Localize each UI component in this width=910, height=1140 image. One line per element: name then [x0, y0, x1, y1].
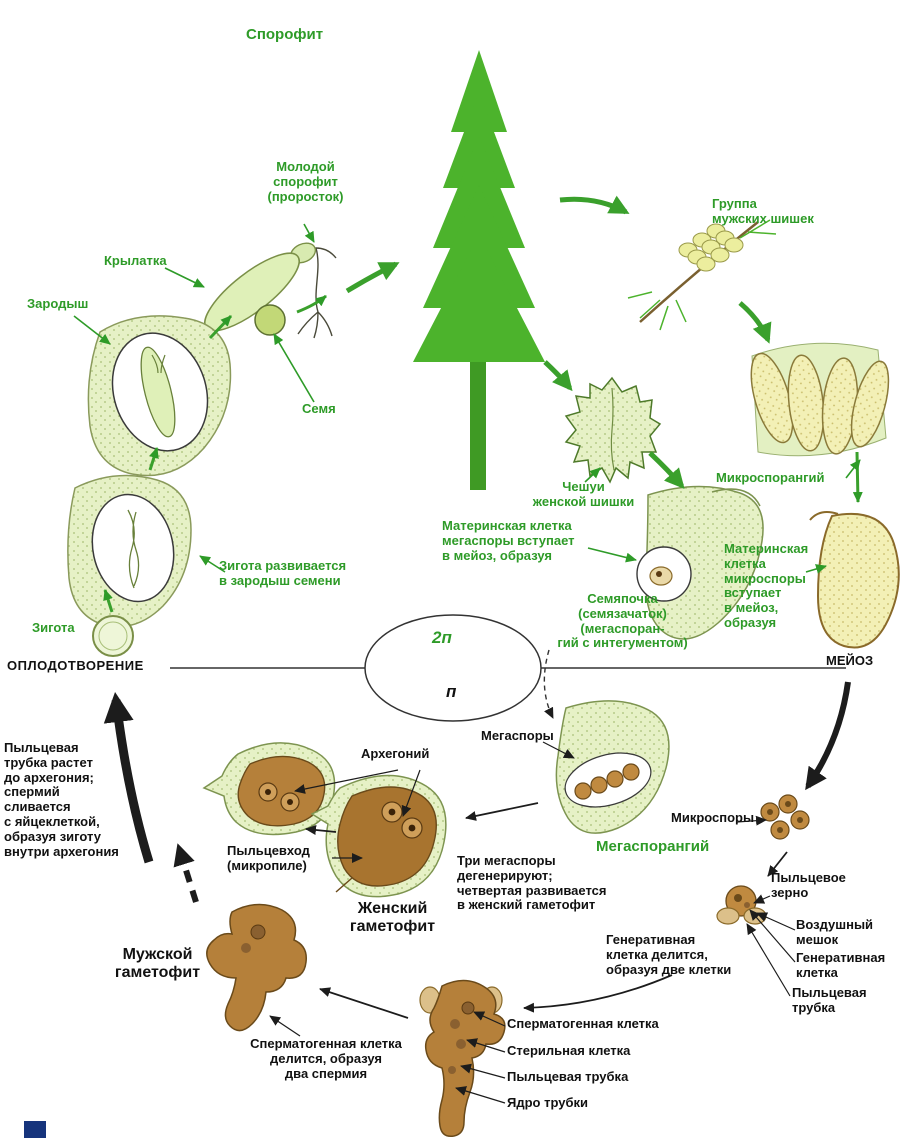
label-microspore-mother: Материнская клетка микроспоры вступает в…: [724, 541, 809, 631]
label-embryo: Зародыш: [27, 296, 89, 311]
male-gametophyte-illustration: [206, 903, 307, 1032]
label-pollen-tube-grows: Пыльцевая трубка растет до архегония; сп…: [4, 740, 119, 859]
pollen-tube-cells-illustration: [419, 979, 506, 1138]
label-sporophyte: Спорофит: [246, 26, 324, 43]
ploidy-divider: [170, 614, 846, 722]
label-generative-cell: Генеративная клетка: [796, 950, 886, 980]
label-meiosis: МЕЙОЗ: [826, 653, 874, 668]
label-male-gametophyte: Мужской гаметофит: [114, 946, 201, 982]
label-archegonium: Архегоний: [361, 746, 430, 761]
label-pollen-tube-bottom: Пыльцевая трубка: [507, 1069, 629, 1084]
label-three-megaspores: Три мегаспоры дегенерируют; четвертая ра…: [457, 853, 607, 913]
cycle-arrows: [73, 195, 863, 1104]
label-zygote: Зигота: [32, 620, 75, 635]
label-zygote-develops: Зигота развивается в зародыш семени: [219, 558, 347, 588]
label-micropyle: Пыльцевход (микропиле): [227, 843, 310, 873]
label-fertilization: ОПЛОДОТВОРЕНИЕ: [7, 658, 144, 673]
label-samara: Крылатка: [104, 253, 167, 268]
corner-artifact: [24, 1121, 46, 1138]
female-cone-scale-illustration: [564, 376, 662, 484]
label-seed: Семя: [302, 401, 336, 416]
label-spermatogenous-cell: Сперматогенная клетка: [507, 1016, 659, 1031]
winged-seed-illustration: [204, 252, 300, 336]
seed-section-illustration: [87, 315, 232, 477]
label-sterile-cell: Стерильная клетка: [507, 1043, 631, 1058]
label-male-cones: Группа мужских шишек: [712, 196, 814, 226]
zygote-illustration: [92, 615, 134, 657]
label-female-gametophyte: Женский гаметофит: [349, 900, 436, 936]
label-megaspores: Мегаспоры: [481, 728, 554, 743]
microsporangia-illustration: [750, 342, 890, 457]
label-microsporangium: Микроспорангий: [716, 470, 825, 485]
male-cone-cluster-illustration: [627, 219, 777, 331]
megaspores-illustration: [555, 700, 670, 834]
label-air-sac: Воздушный мешок: [796, 917, 874, 947]
label-megaspore-mother: Материнская клетка мегаспоры вступает в …: [442, 518, 575, 563]
label-pollen-tube-right: Пыльцевая трубка: [792, 985, 867, 1015]
label-microspores: Микроспоры: [671, 810, 755, 825]
label-female-scales: Чешуи женской шишки: [532, 479, 635, 509]
label-generative-divides: Генеративная клетка делится, образуя две…: [606, 932, 732, 977]
label-diploid: 2п: [432, 628, 452, 647]
label-tube-nucleus: Ядро трубки: [507, 1095, 588, 1110]
microsporangium-section-illustration: [809, 511, 900, 649]
label-megasporangium: Мегаспорангий: [596, 838, 710, 855]
ovule-illustration: [636, 485, 764, 640]
female-gametophyte-early-illustration: [202, 742, 336, 836]
label-ovule: Семяпочка (семязачаток) (мегаспоран- гий…: [557, 591, 688, 651]
label-spermatogenous-divides: Сперматогенная клетка делится, образуя д…: [250, 1036, 402, 1081]
pine-tree-illustration: [413, 50, 545, 490]
microspores-illustration: [760, 794, 810, 840]
seed-embryo-illustration: [67, 474, 192, 628]
label-haploid: п: [446, 682, 457, 701]
label-pollen-grain: Пыльцевое зерно: [771, 870, 846, 900]
pollen-grain-illustration: [716, 885, 767, 925]
label-young-sporophyte: Молодой спорофит (проросток): [267, 159, 344, 204]
